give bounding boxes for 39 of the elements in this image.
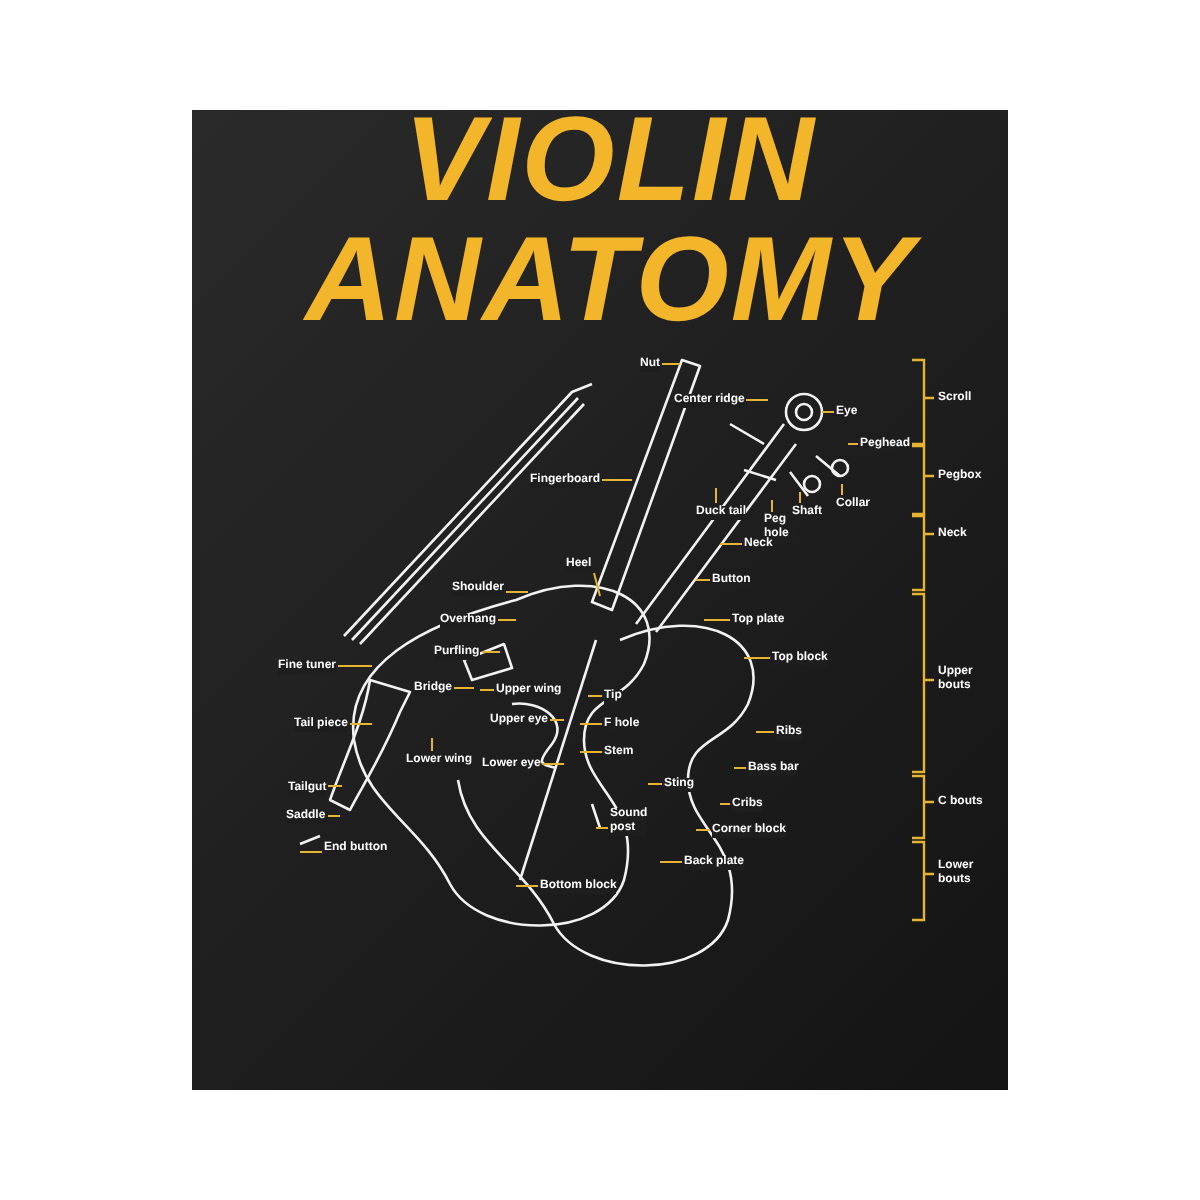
leader-line [337,665,373,667]
leader-line [659,861,683,863]
leader-line [593,572,601,597]
leader-line [743,657,771,659]
leader-line [595,827,609,829]
leader-line [497,619,517,621]
leader-line [821,411,835,413]
leader-line [505,591,529,593]
leader-line [695,829,711,831]
poster-title: VIOLIN ANATOMY [220,100,1000,340]
leader-line [453,687,475,689]
leader-line [695,579,711,581]
leader-line [719,803,731,805]
leader-line [327,785,343,787]
leader-line [755,731,775,733]
leader-line [515,885,539,887]
leader-line [481,651,501,653]
leader-line [771,499,773,513]
leader-line [431,737,433,752]
leader-line [601,479,633,481]
leader-line [799,491,801,504]
leader-line [745,399,769,401]
leader-line [579,751,603,753]
leader-line [327,815,341,817]
leader-line [541,763,565,765]
leader-line [715,487,717,504]
leader-line [841,483,843,496]
leader-line [549,719,565,721]
leader-line [703,619,731,621]
leader-line [847,443,859,445]
leader-line [299,851,323,853]
leader-line [479,689,495,691]
leader-line [733,767,747,769]
leader-line [719,543,743,545]
leader-line [661,363,681,365]
leader-line [647,783,663,785]
leader-line [587,695,603,697]
leader-line [579,723,603,725]
leader-line [349,723,373,725]
